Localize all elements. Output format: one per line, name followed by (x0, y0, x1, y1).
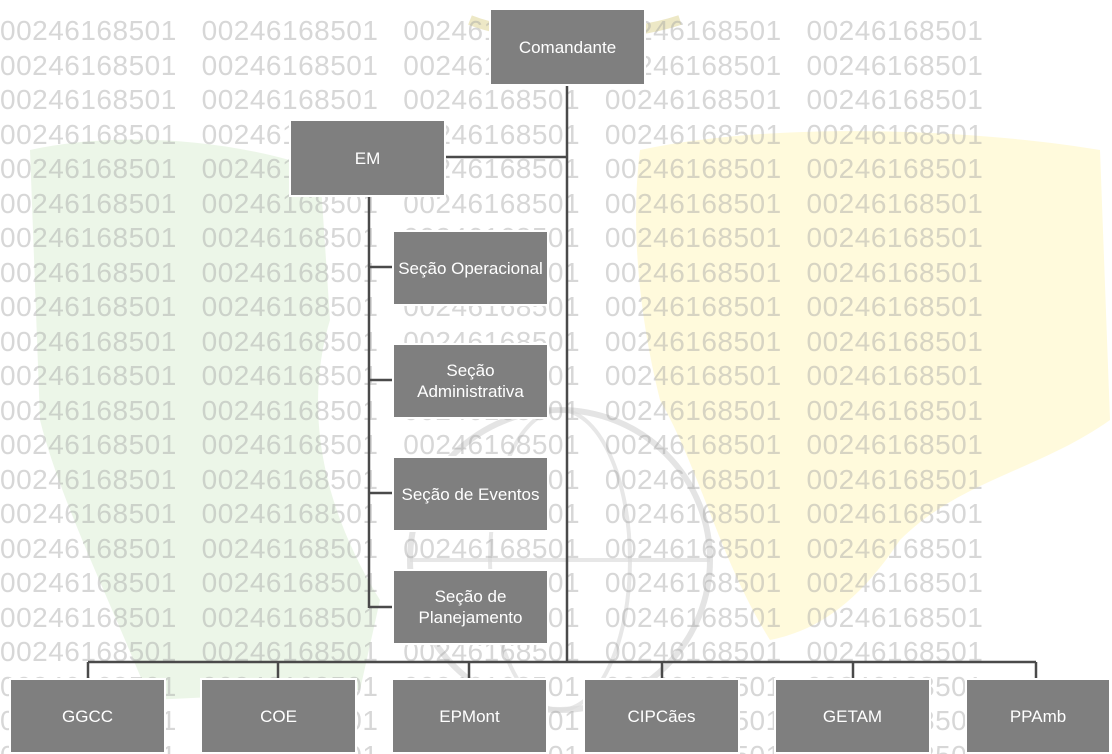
yellow-map-shape (636, 131, 1110, 640)
node-comandante: Comandante (489, 8, 646, 86)
node-secao-eventos: Seção de Eventos (392, 456, 549, 532)
green-map-shape (30, 139, 380, 700)
node-secao-planejamento: Seção de Planejamento (392, 569, 549, 645)
node-secao-operacional: Seção Operacional (392, 230, 549, 306)
node-em: EM (289, 119, 446, 197)
node-secao-administrativa: Seção Administrativa (392, 343, 549, 419)
node-ggcc: GGCC (9, 678, 166, 754)
node-coe: COE (200, 678, 357, 754)
node-cipcaes: CIPCães (583, 678, 740, 754)
node-getam: GETAM (774, 678, 931, 754)
node-epmont: EPMont (391, 678, 548, 754)
node-ppamb: PPAmb (965, 678, 1111, 754)
